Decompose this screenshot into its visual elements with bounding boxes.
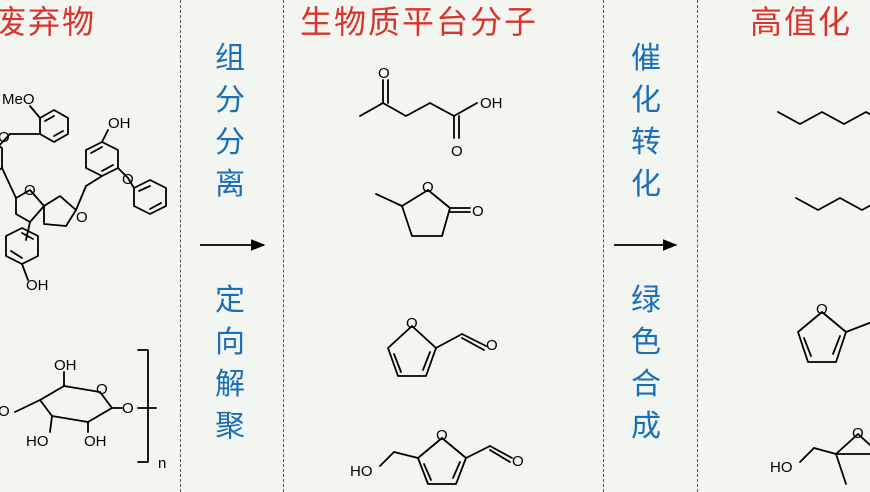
label-oh-1: OH	[108, 115, 131, 132]
label-ho-3: HO	[770, 459, 793, 476]
header-high-value: 高值化	[750, 3, 853, 41]
product-alkane-1	[777, 111, 870, 125]
label-oh-5: OH	[480, 95, 503, 112]
hmf-structure	[379, 437, 513, 485]
label-o-14: O	[436, 427, 448, 444]
header-platform-molecules: 生物质平台分子	[300, 3, 539, 41]
separator-2	[283, 0, 284, 492]
separator-4	[697, 0, 698, 492]
step2-top-label: 催化转化	[631, 41, 661, 202]
lignin-structure	[0, 105, 167, 281]
product-furan	[797, 311, 870, 363]
label-o-8: O	[378, 65, 390, 82]
label-o-12: O	[406, 315, 418, 332]
label-o-7: O	[122, 400, 134, 417]
label-ho-1: HO	[26, 433, 49, 450]
levulinic-acid-structure	[359, 79, 478, 139]
label-oh-4: OH	[84, 433, 107, 450]
label-oh-2: OH	[26, 277, 49, 294]
gvl-structure	[375, 189, 471, 237]
furfural-structure	[387, 325, 487, 377]
label-o-9: O	[451, 143, 463, 160]
step2-bottom-label: 绿色合成	[631, 283, 661, 444]
label-ho-2: HO	[350, 463, 373, 480]
label-o-13: O	[486, 337, 498, 354]
step1-top-label: 组分分离	[215, 41, 245, 202]
label-meo: MeO	[2, 91, 35, 108]
label-o-1: O	[0, 129, 10, 146]
label-o-11: O	[472, 203, 484, 220]
label-n: n	[158, 455, 166, 472]
product-thf-methanol	[799, 433, 870, 485]
label-o-6: O	[0, 403, 10, 420]
label-o-3: O	[24, 182, 36, 199]
label-o-15: O	[512, 453, 524, 470]
label-o-5: O	[96, 381, 108, 398]
separator-1	[180, 0, 181, 492]
step1-bottom-label: 定向解聚	[215, 283, 245, 444]
label-o-10: O	[422, 179, 434, 196]
label-o-2: O	[122, 171, 134, 188]
header-waste: 废弃物	[0, 3, 97, 41]
label-o-4: O	[76, 209, 88, 226]
product-alkane-2	[795, 197, 870, 211]
label-oh-3: OH	[54, 357, 77, 374]
cellulose-structure	[14, 349, 157, 463]
label-o-16: O	[816, 301, 828, 318]
label-o-17: O	[852, 425, 864, 442]
separator-3	[603, 0, 604, 492]
